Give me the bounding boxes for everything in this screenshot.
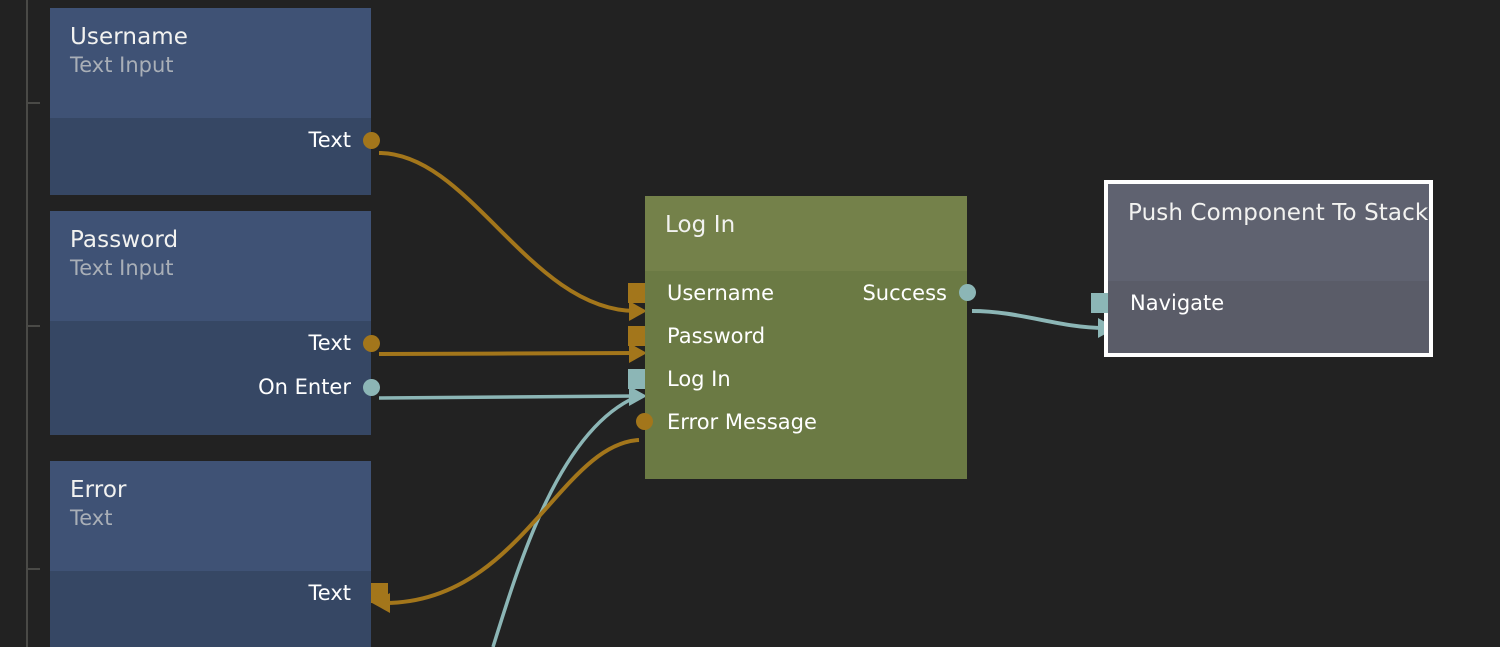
node-push-component-to-stack-body: Navigate bbox=[1091, 281, 1429, 353]
node-username[interactable]: Username Text Input Text bbox=[50, 8, 380, 195]
node-error-body: Text bbox=[50, 571, 388, 647]
node-push-component-to-stack-title: Push Component To Stack bbox=[1128, 200, 1429, 226]
port-dot-icon[interactable] bbox=[363, 378, 380, 396]
port-dot-icon[interactable] bbox=[959, 284, 976, 301]
node-password-output-on-enter[interactable]: On Enter bbox=[50, 365, 380, 409]
node-password-body: Text On Enter bbox=[50, 321, 380, 435]
wire-username-text-to-login-username bbox=[378, 151, 637, 313]
node-log-in-row-username-success[interactable]: Username Success bbox=[628, 271, 976, 314]
wire-offscreen-to-login-login bbox=[491, 395, 637, 647]
port-triangle-icon[interactable] bbox=[1091, 293, 1108, 313]
port-triangle-icon[interactable] bbox=[371, 583, 388, 603]
node-log-in-body: Username Success Password Log In Error M… bbox=[628, 271, 976, 479]
node-username-body: Text bbox=[50, 118, 380, 195]
node-log-in[interactable]: Log In Username Success Password Log In bbox=[628, 196, 976, 479]
port-label-text: Text bbox=[308, 128, 351, 152]
node-log-in-input-error-message[interactable]: Error Message bbox=[636, 400, 967, 443]
port-label-text: Text bbox=[308, 331, 351, 355]
port-label-on-enter: On Enter bbox=[258, 375, 351, 399]
ruler-tick-3 bbox=[28, 568, 40, 570]
ruler-tick-2 bbox=[28, 325, 40, 327]
node-log-in-input-password[interactable]: Password bbox=[628, 314, 967, 357]
node-password-header[interactable]: Password Text Input bbox=[50, 211, 371, 321]
wire-password-onenter-to-login-login bbox=[378, 394, 637, 400]
port-label-navigate: Navigate bbox=[1130, 291, 1225, 315]
port-label-error-message: Error Message bbox=[667, 409, 817, 434]
node-log-in-input-log-in[interactable]: Log In bbox=[628, 357, 967, 400]
wire-password-text-to-login-password bbox=[378, 351, 637, 356]
wire-login-errormessage-to-error-text bbox=[384, 438, 640, 605]
node-username-output-text[interactable]: Text bbox=[50, 118, 380, 162]
node-error-title: Error bbox=[70, 477, 127, 503]
node-username-title: Username bbox=[70, 24, 189, 50]
node-username-header[interactable]: Username Text Input bbox=[50, 8, 371, 118]
port-label-text: Text bbox=[308, 581, 351, 605]
node-error-subtitle: Text bbox=[70, 506, 113, 530]
node-password-output-text[interactable]: Text bbox=[50, 321, 380, 365]
port-label-log-in: Log In bbox=[667, 366, 731, 391]
node-password-subtitle: Text Input bbox=[70, 256, 174, 280]
node-error-header[interactable]: Error Text bbox=[50, 461, 371, 571]
port-label-username: Username bbox=[667, 280, 775, 305]
node-push-component-to-stack[interactable]: Push Component To Stack Navigate bbox=[1091, 180, 1433, 357]
port-dot-icon[interactable] bbox=[363, 334, 380, 352]
node-log-in-header[interactable]: Log In bbox=[645, 196, 967, 271]
port-dot-icon[interactable] bbox=[363, 131, 380, 149]
node-username-subtitle: Text Input bbox=[70, 53, 174, 77]
ruler-tick-1 bbox=[28, 102, 40, 104]
node-error[interactable]: Error Text Text bbox=[50, 461, 388, 647]
port-label-password: Password bbox=[667, 323, 766, 348]
port-label-success: Success bbox=[862, 280, 947, 305]
node-log-in-title: Log In bbox=[665, 212, 736, 238]
node-error-input-text[interactable]: Text bbox=[50, 571, 388, 615]
vertical-ruler-line bbox=[26, 0, 28, 647]
node-password-title: Password bbox=[70, 227, 179, 253]
node-password[interactable]: Password Text Input Text On Enter bbox=[50, 211, 380, 435]
port-triangle-icon[interactable] bbox=[628, 282, 645, 303]
node-push-component-to-stack-input-navigate[interactable]: Navigate bbox=[1091, 281, 1429, 325]
port-dot-icon[interactable] bbox=[636, 413, 653, 430]
node-push-component-to-stack-header[interactable]: Push Component To Stack bbox=[1108, 184, 1429, 281]
port-triangle-icon[interactable] bbox=[628, 368, 645, 389]
port-triangle-icon[interactable] bbox=[628, 325, 645, 346]
wire-login-success-to-push-navigate bbox=[971, 309, 1105, 330]
